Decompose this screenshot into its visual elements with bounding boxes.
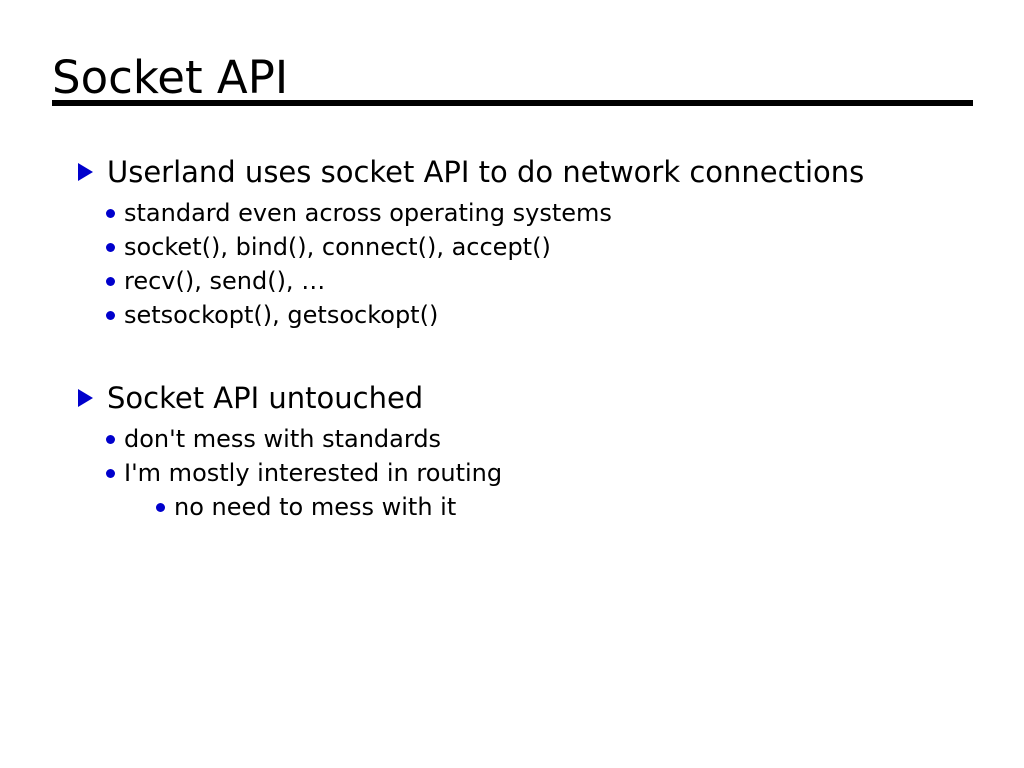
round-bullet-icon [106, 209, 115, 218]
outline-level2-label: socket(), bind(), connect(), accept() [124, 233, 551, 261]
round-bullet-icon [106, 469, 115, 478]
outline-block: Socket API untouched don't mess with sta… [0, 374, 1024, 524]
outline-level1-item: Socket API untouched [0, 374, 1024, 422]
outline-level2-label: setsockopt(), getsockopt() [124, 301, 439, 329]
outline-level2-item: I'm mostly interested in routing [0, 456, 1024, 490]
round-bullet-icon [106, 243, 115, 252]
block-spacer [0, 332, 1024, 374]
round-bullet-icon [106, 277, 115, 286]
outline-level1-label: Userland uses socket API to do network c… [107, 155, 865, 189]
slide-body: Userland uses socket API to do network c… [0, 148, 1024, 524]
outline-level2-label: standard even across operating systems [124, 199, 612, 227]
triangle-right-bullet-icon [78, 163, 93, 181]
round-bullet-icon [106, 311, 115, 320]
outline-level2-item: recv(), send(), … [0, 264, 1024, 298]
outline-level2-label: recv(), send(), … [124, 267, 326, 295]
triangle-right-bullet-icon [78, 389, 93, 407]
outline-level3-label: no need to mess with it [174, 493, 457, 521]
outline-level2-item: don't mess with standards [0, 422, 1024, 456]
page-title: Socket API [52, 51, 289, 104]
round-bullet-icon [106, 435, 115, 444]
round-bullet-icon [156, 503, 165, 512]
outline-level2-label: I'm mostly interested in routing [124, 459, 503, 487]
outline-level3-item: no need to mess with it [0, 490, 1024, 524]
outline-level1-label: Socket API untouched [107, 381, 424, 415]
outline-block: Userland uses socket API to do network c… [0, 148, 1024, 332]
outline-level2-item: socket(), bind(), connect(), accept() [0, 230, 1024, 264]
outline-level2-label: don't mess with standards [124, 425, 442, 453]
outline-level2-item: standard even across operating systems [0, 196, 1024, 230]
title-divider [52, 100, 973, 106]
outline-level1-item: Userland uses socket API to do network c… [0, 148, 1024, 196]
outline-level2-item: setsockopt(), getsockopt() [0, 298, 1024, 332]
